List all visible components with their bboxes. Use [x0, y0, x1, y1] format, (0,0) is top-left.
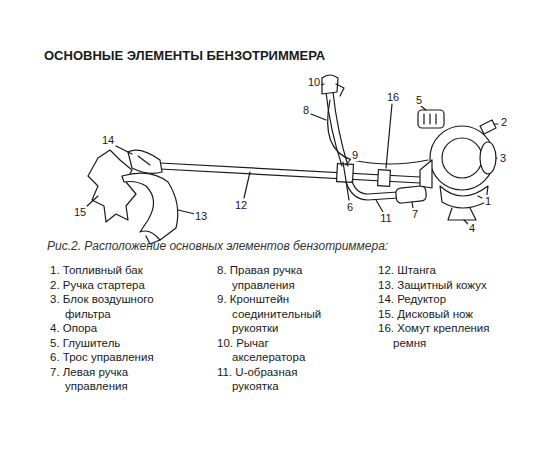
parts-list-item: 16. Хомут крепления ремня — [378, 321, 502, 350]
parts-list-item: 11. U-образная рукоятка — [217, 365, 323, 394]
gearbox — [128, 150, 162, 173]
callout-number: 3 — [499, 152, 507, 164]
callout-number: 13 — [194, 210, 208, 222]
parts-list-item: 10. Рычаг акселератора — [217, 336, 323, 365]
left-grip — [395, 185, 426, 203]
leader-line — [86, 196, 98, 207]
starter-handle — [480, 120, 496, 134]
parts-list-column: 8. Правая ручка управления9. Кронштейн с… — [217, 263, 323, 394]
parts-list-item: 8. Правая ручка управления — [217, 263, 323, 292]
leader-line — [244, 172, 250, 198]
protective-guard — [122, 173, 178, 240]
parts-list-item: 13. Защитный кожух — [378, 278, 502, 293]
callout-number: 16 — [386, 91, 400, 103]
fuel-tank — [440, 186, 488, 208]
callout-number: 10 — [307, 76, 321, 88]
engine-fan — [442, 138, 482, 178]
leader-line — [496, 157, 497, 158]
leader-line — [494, 123, 498, 124]
parts-list-item: 5. Глушитель — [50, 336, 172, 351]
callout-number: 4 — [468, 222, 476, 234]
callout-number: 8 — [302, 104, 310, 116]
throttle-cable — [328, 100, 428, 164]
throttle-grip — [322, 75, 338, 94]
disc-blade — [88, 150, 136, 222]
muffler-fins — [424, 114, 436, 124]
parts-list-item: 3. Блок воздушного фильтра — [50, 292, 172, 321]
parts-list-item: 2. Ручка стартера — [50, 278, 172, 293]
u-handle — [346, 181, 398, 200]
leader-line — [478, 196, 482, 198]
callout-number: 12 — [234, 199, 248, 211]
caption: Рис.2. Расположение основных элементов б… — [47, 239, 388, 253]
air-filter — [480, 142, 496, 174]
leader-line — [376, 200, 383, 212]
leader-line — [343, 162, 349, 200]
parts-list-column: 1. Топливный бак2. Ручка стартера3. Блок… — [50, 263, 172, 394]
parts-list-column: 12. Штанга13. Защитный кожух14. Редуктор… — [378, 263, 502, 350]
callout-number: 14 — [101, 134, 115, 146]
leader-line — [311, 114, 326, 120]
engine-coupling — [420, 160, 432, 188]
support-foot — [448, 208, 476, 220]
callout-number: 11 — [379, 212, 392, 224]
leader-line — [178, 210, 195, 214]
gearbox-detail — [138, 156, 150, 165]
parts-list-item: 7. Левая ручка управления — [50, 365, 172, 394]
callout-number: 9 — [351, 149, 359, 161]
callout-number: 5 — [415, 94, 423, 106]
leader-line — [386, 104, 392, 168]
parts-list-item: 15. Дисковый нож — [378, 307, 502, 322]
callout-number: 15 — [73, 206, 87, 218]
parts-list-item: 14. Редуктор — [378, 292, 502, 307]
callout-number: 6 — [346, 201, 354, 213]
leader-line — [421, 106, 426, 110]
callout-number: 7 — [411, 208, 419, 220]
parts-list-item: 6. Трос управления — [50, 350, 172, 365]
parts-list-item: 9. Кронштейн соединительный рукоятки — [217, 292, 323, 336]
parts-list-item: 1. Топливный бак — [50, 263, 172, 278]
callout-number: 2 — [500, 116, 508, 128]
muffler — [418, 110, 444, 128]
belt-clamp — [378, 170, 391, 187]
leader-line — [116, 146, 132, 154]
parts-list-item: 4. Опора — [50, 321, 172, 336]
throttle-lever — [336, 84, 344, 96]
title: ОСНОВНЫЕ ЭЛЕМЕНТЫ БЕНЗОТРИММЕРА — [44, 48, 325, 63]
parts-list-item: 12. Штанга — [378, 263, 502, 278]
callout-number: 1 — [484, 195, 492, 207]
leader-line — [346, 160, 350, 165]
